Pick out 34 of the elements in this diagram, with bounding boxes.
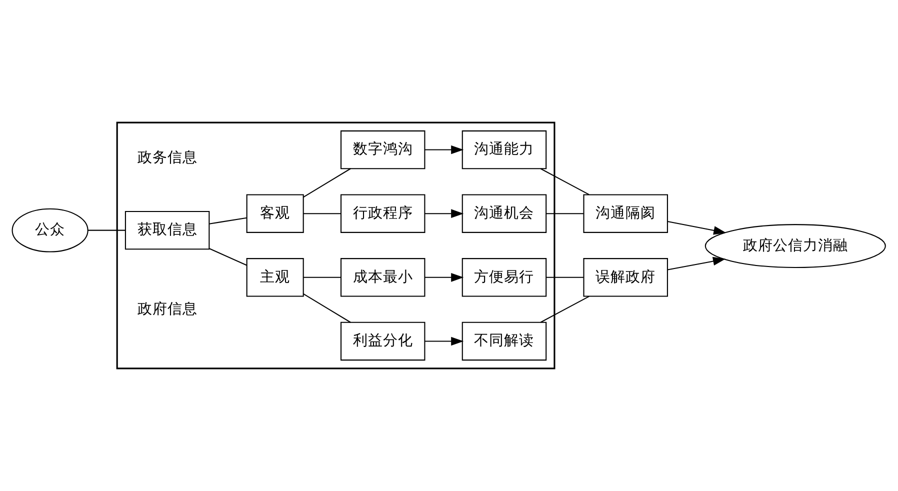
node-box: 沟通能力 [462,130,547,170]
node-box: 数字鸿沟 [340,130,426,170]
connector [303,168,351,198]
node-box: 误解政府 [583,258,668,297]
node-ellipse: 公众 [12,208,88,252]
connector [209,217,247,224]
node-box: 成本最小 [340,258,426,297]
connector [540,168,590,196]
connector [209,248,247,266]
node-box: 主观 [246,258,304,297]
node-box: 行政程序 [340,194,426,233]
node-box: 利益分化 [340,322,426,361]
connector [546,213,584,214]
node-box: 获取信息 [124,210,210,250]
node-box: 方便易行 [462,258,547,297]
label: 政府信息 [137,300,198,318]
label: 政务信息 [137,149,198,166]
arrow [424,336,464,346]
arrow [424,209,464,218]
node-box: 沟通隔阂 [583,194,668,233]
connector [303,276,341,278]
arrow [668,256,726,270]
connector [303,213,341,214]
connector [88,230,126,231]
arrow [424,145,464,154]
node-box: 不同解读 [462,322,547,361]
connector [303,293,351,323]
connector [546,276,584,278]
arrow [668,221,726,235]
connector [540,296,590,323]
node-box: 客观 [246,194,304,233]
arrow [424,273,464,282]
node-box: 沟通机会 [462,194,547,233]
cluster [116,122,556,370]
